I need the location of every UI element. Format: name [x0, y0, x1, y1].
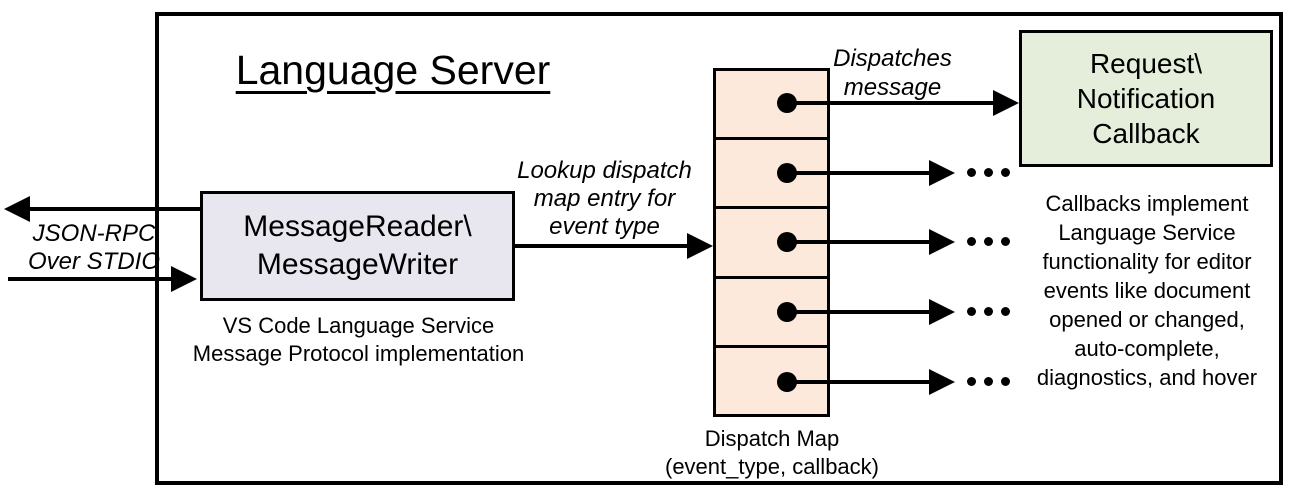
ellipsis: [967, 307, 1010, 316]
dispatch-arrow-label: Dispatches message: [820, 44, 965, 102]
dispatch-arrow-1-line: [787, 101, 993, 105]
lookup-label-line1: Lookup dispatch: [517, 157, 692, 184]
dispatch-arrow-3-line: [787, 240, 929, 244]
callback-caption: Callbacks implement Language Service fun…: [1016, 189, 1278, 392]
callback-caption-line6: auto-complete,: [1074, 336, 1220, 361]
dispatch-arrow-5-line: [787, 380, 929, 384]
diagram-title: Language Server: [235, 47, 551, 93]
callback-caption-line3: functionality for editor: [1042, 249, 1252, 274]
request-notification-callback-box: Request\ Notification Callback: [1019, 30, 1273, 167]
callback-box-line3: Callback: [1092, 118, 1200, 149]
stdio-in-arrow-line: [8, 277, 171, 281]
callback-caption-line1: Callbacks implement: [1045, 191, 1249, 216]
message-caption-line2: Message Protocol implementation: [192, 341, 525, 366]
dispatch-arrow-4-line: [787, 310, 929, 314]
message-box-caption: VS Code Language Service Message Protoco…: [176, 312, 541, 368]
lookup-arrow-label: Lookup dispatch map entry for event type: [517, 157, 692, 241]
dispatch-map-cell: [716, 71, 827, 141]
ellipsis: [967, 377, 1010, 386]
dispatch-arrow-2-line: [787, 171, 929, 175]
callback-caption-line2: Language Service: [1058, 220, 1236, 245]
lookup-arrow-head: [687, 233, 713, 259]
ellipsis: [967, 168, 1010, 177]
dispatch-map-caption-line1: Dispatch Map: [704, 426, 840, 451]
callback-caption-line4: events like document: [1043, 278, 1251, 303]
dispatch-arrow-4-head: [929, 299, 955, 325]
dispatch-map-caption: Dispatch Map (event_type, callback): [652, 425, 892, 481]
dispatch-arrow-2-head: [929, 160, 955, 186]
dispatch-arrow-3-head: [929, 229, 955, 255]
stdio-in-arrow-head: [171, 266, 197, 292]
dispatch-arrow-5-head: [929, 369, 955, 395]
ellipsis: [967, 237, 1010, 246]
dispatch-map-caption-line2: (event_type, callback): [665, 454, 879, 479]
message-box-line1: MessageReader\: [243, 210, 472, 243]
stdio-label-line2: Over STDIO: [27, 248, 160, 275]
stdio-label: JSON-RPC Over STDIO: [18, 220, 170, 276]
callback-box-line1: Request\: [1089, 48, 1203, 79]
message-box-line2: MessageWriter: [256, 248, 459, 281]
dispatch-arrow-1-head: [993, 90, 1019, 116]
lookup-label-line3: event type: [549, 213, 660, 240]
dispatch-map-cell: [716, 209, 827, 279]
callback-caption-line7: diagnostics, and hover: [1036, 365, 1258, 390]
dispatch-label-line2: message: [843, 74, 942, 101]
lookup-arrow-line: [515, 244, 687, 248]
stdio-label-line1: JSON-RPC: [32, 220, 156, 247]
message-reader-writer-box: MessageReader\ MessageWriter: [200, 191, 515, 301]
stdio-out-arrow-head: [4, 196, 30, 222]
stdio-out-arrow-line: [28, 207, 200, 211]
callback-box-line2: Notification: [1076, 83, 1216, 114]
callback-caption-line5: opened or changed,: [1049, 307, 1245, 332]
message-caption-line1: VS Code Language Service: [222, 313, 495, 338]
dispatch-label-line1: Dispatches: [833, 45, 952, 72]
lookup-label-line2: map entry for: [533, 185, 676, 212]
